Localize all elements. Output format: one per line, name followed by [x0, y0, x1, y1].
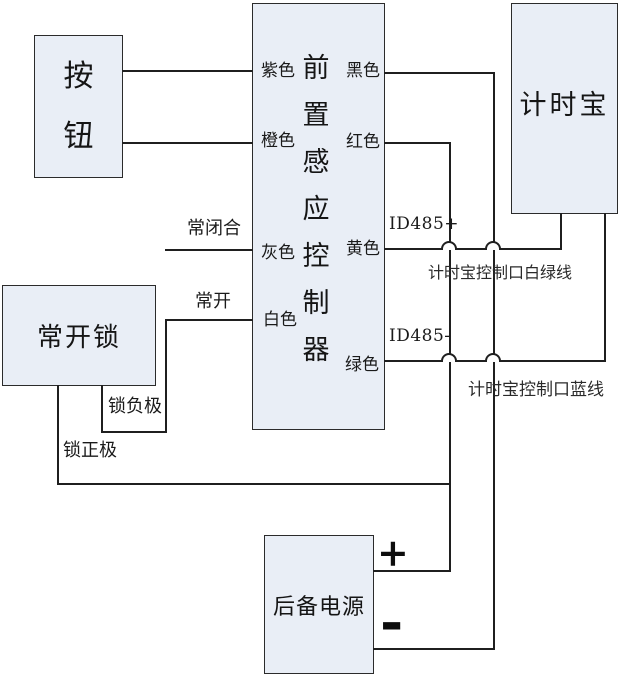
label-id485-plus: ID485+ [389, 214, 460, 234]
wire-red-run [384, 142, 451, 144]
wire-button-purple [122, 70, 253, 72]
wire-id485-minus-rise [604, 213, 606, 362]
timer-box-label: 计时宝 [519, 90, 610, 121]
power-box-label: 后备电源 [272, 594, 365, 620]
button-box-label: 按 钮 [35, 36, 122, 177]
jump-arc-icon [441, 241, 457, 250]
wire-button-orange [122, 142, 253, 144]
label-lock-positive: 锁正极 [63, 440, 117, 461]
wire-lock-positive-run [57, 483, 451, 485]
label-id485-minus: ID485- [389, 326, 451, 346]
label-timer-blue-wire: 计时宝控制口蓝线 [468, 380, 604, 400]
pin-red: 红色 [346, 132, 380, 152]
controller-title-char: 制 [302, 288, 330, 319]
pin-white: 白色 [263, 310, 297, 330]
pin-green: 绿色 [345, 355, 379, 375]
controller-title-char: 前 [302, 53, 330, 84]
controller-box [252, 3, 385, 430]
label-timer-white-green-wire: 计时宝控制口白绿线 [428, 263, 573, 282]
jump-arc-icon [485, 241, 501, 250]
wire-lock-negative-drop [101, 385, 103, 433]
jump-arc-icon [441, 353, 457, 362]
label-lock-negative: 锁负极 [108, 396, 162, 417]
power-plus-terminal: + [377, 530, 409, 575]
pin-gray: 灰色 [261, 243, 295, 263]
pin-black: 黑色 [346, 61, 380, 81]
wire-id485-plus-rise [560, 213, 562, 250]
controller-title-char: 控 [302, 241, 330, 272]
wire-black-run [384, 72, 495, 74]
label-normally-open: 常开 [195, 291, 231, 312]
wire-normally-open-drop [165, 319, 167, 433]
jump-arc-icon [485, 353, 501, 362]
power-box: 后备电源 [264, 535, 374, 674]
pin-orange: 橙色 [261, 131, 295, 151]
wire-normally-closed [165, 249, 253, 251]
wire-lock-negative-run [101, 431, 167, 433]
wire-id485-plus [384, 248, 562, 250]
wire-normally-open [165, 319, 253, 321]
controller-title-char: 感 [302, 147, 330, 178]
lock-box: 常开锁 [2, 285, 156, 386]
button-char-2: 钮 [63, 118, 94, 154]
label-normally-closed: 常闭合 [187, 218, 241, 239]
controller-title-char: 应 [302, 194, 330, 225]
controller-title-char: 器 [302, 335, 330, 366]
pin-yellow: 黄色 [346, 239, 380, 259]
wire-lock-positive-drop [57, 385, 59, 485]
lock-box-label: 常开锁 [36, 323, 121, 353]
wire-power-plus [373, 570, 451, 572]
wire-power-minus [373, 648, 495, 650]
controller-title-char: 置 [302, 100, 330, 131]
power-minus-terminal: - [380, 589, 404, 655]
button-box: 按 钮 [34, 35, 123, 178]
timer-box: 计时宝 [511, 3, 618, 214]
pin-purple: 紫色 [261, 61, 295, 81]
controller-title: 前 置 感 应 控 制 器 [299, 45, 333, 374]
button-char-1: 按 [63, 58, 94, 94]
